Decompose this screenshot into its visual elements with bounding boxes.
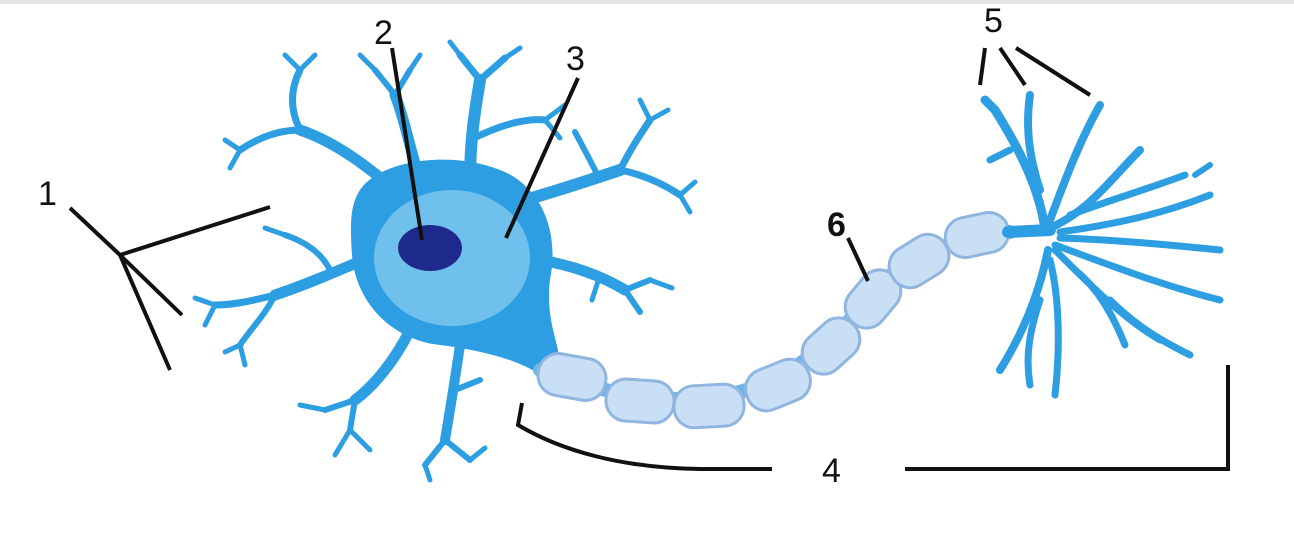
myelin-sheath [943,211,1011,259]
label-6: 6 [827,206,846,244]
nucleus [398,225,462,271]
myelin-sheath [672,382,746,430]
myelin-sheath [604,377,676,425]
leader-line-1d [118,254,172,371]
leader-bracket-4-right [905,365,1230,471]
leader-bracket-4-left [515,402,772,471]
leader-line-6 [846,237,870,282]
leader-line-1b [119,205,271,257]
myelin-sheath [536,352,608,402]
axon [533,211,1017,430]
leader-line-2 [390,47,424,241]
leader-line-5b [998,46,1027,87]
leader-line-5c [1014,46,1092,97]
label-4: 4 [822,452,841,490]
leader-line-3 [504,77,580,239]
leader-line-5a [978,47,987,86]
leader-line-1a [68,206,122,257]
leader-line-1c [118,253,184,317]
myelin-sheath [744,357,812,413]
label-2: 2 [374,14,393,52]
label-3: 3 [566,40,585,78]
leader-lines [68,46,1230,471]
myelin-sheaths [536,211,1011,430]
labels: 1 2 3 4 5 6 [38,2,1003,490]
top-strip [0,0,1294,4]
axon-terminals [980,91,1224,399]
label-5: 5 [984,2,1003,40]
label-1: 1 [38,175,57,213]
cell-body [350,159,560,375]
